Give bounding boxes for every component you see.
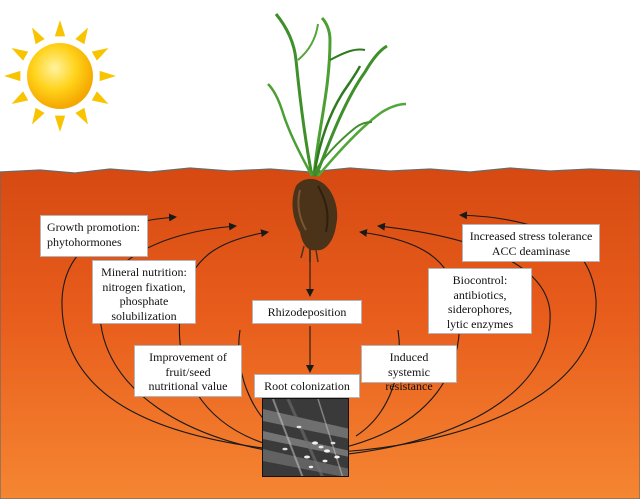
sun-ray	[12, 91, 29, 104]
growth-promotion-box: Growth promotion: phytohormones	[40, 215, 148, 257]
rhizodeposition-box: Rhizodeposition	[252, 300, 362, 324]
stress-tolerance-box: Increased stress tolerance ACC deaminase	[462, 224, 600, 262]
sun-ray	[100, 71, 116, 81]
sun-ray	[75, 28, 88, 45]
induced-resistance-box: Induced systemic resistance	[361, 345, 457, 383]
improvement-box: Improvement of fruit/seed nutritional va…	[134, 345, 242, 397]
micrograph-texture	[263, 399, 349, 477]
sun-ray	[55, 116, 65, 132]
sun-ray	[55, 20, 65, 36]
sun-ray	[92, 48, 109, 61]
mineral-nutrition-box: Mineral nutrition: nitrogen fixation, ph…	[92, 260, 196, 324]
sun-ray	[4, 71, 20, 81]
sun-ray	[75, 108, 88, 125]
root-colonization-box: Root colonization	[254, 374, 360, 398]
sun-ray	[32, 28, 45, 45]
biocontrol-box: Biocontrol: antibiotics, siderophores, l…	[428, 268, 532, 334]
sun-ray	[32, 108, 45, 125]
sun-icon	[4, 20, 116, 132]
bacteria-micrograph-image	[262, 398, 349, 477]
sun-ray	[92, 91, 109, 104]
sun-ray	[12, 48, 29, 61]
wheat-plant-icon	[268, 14, 406, 176]
